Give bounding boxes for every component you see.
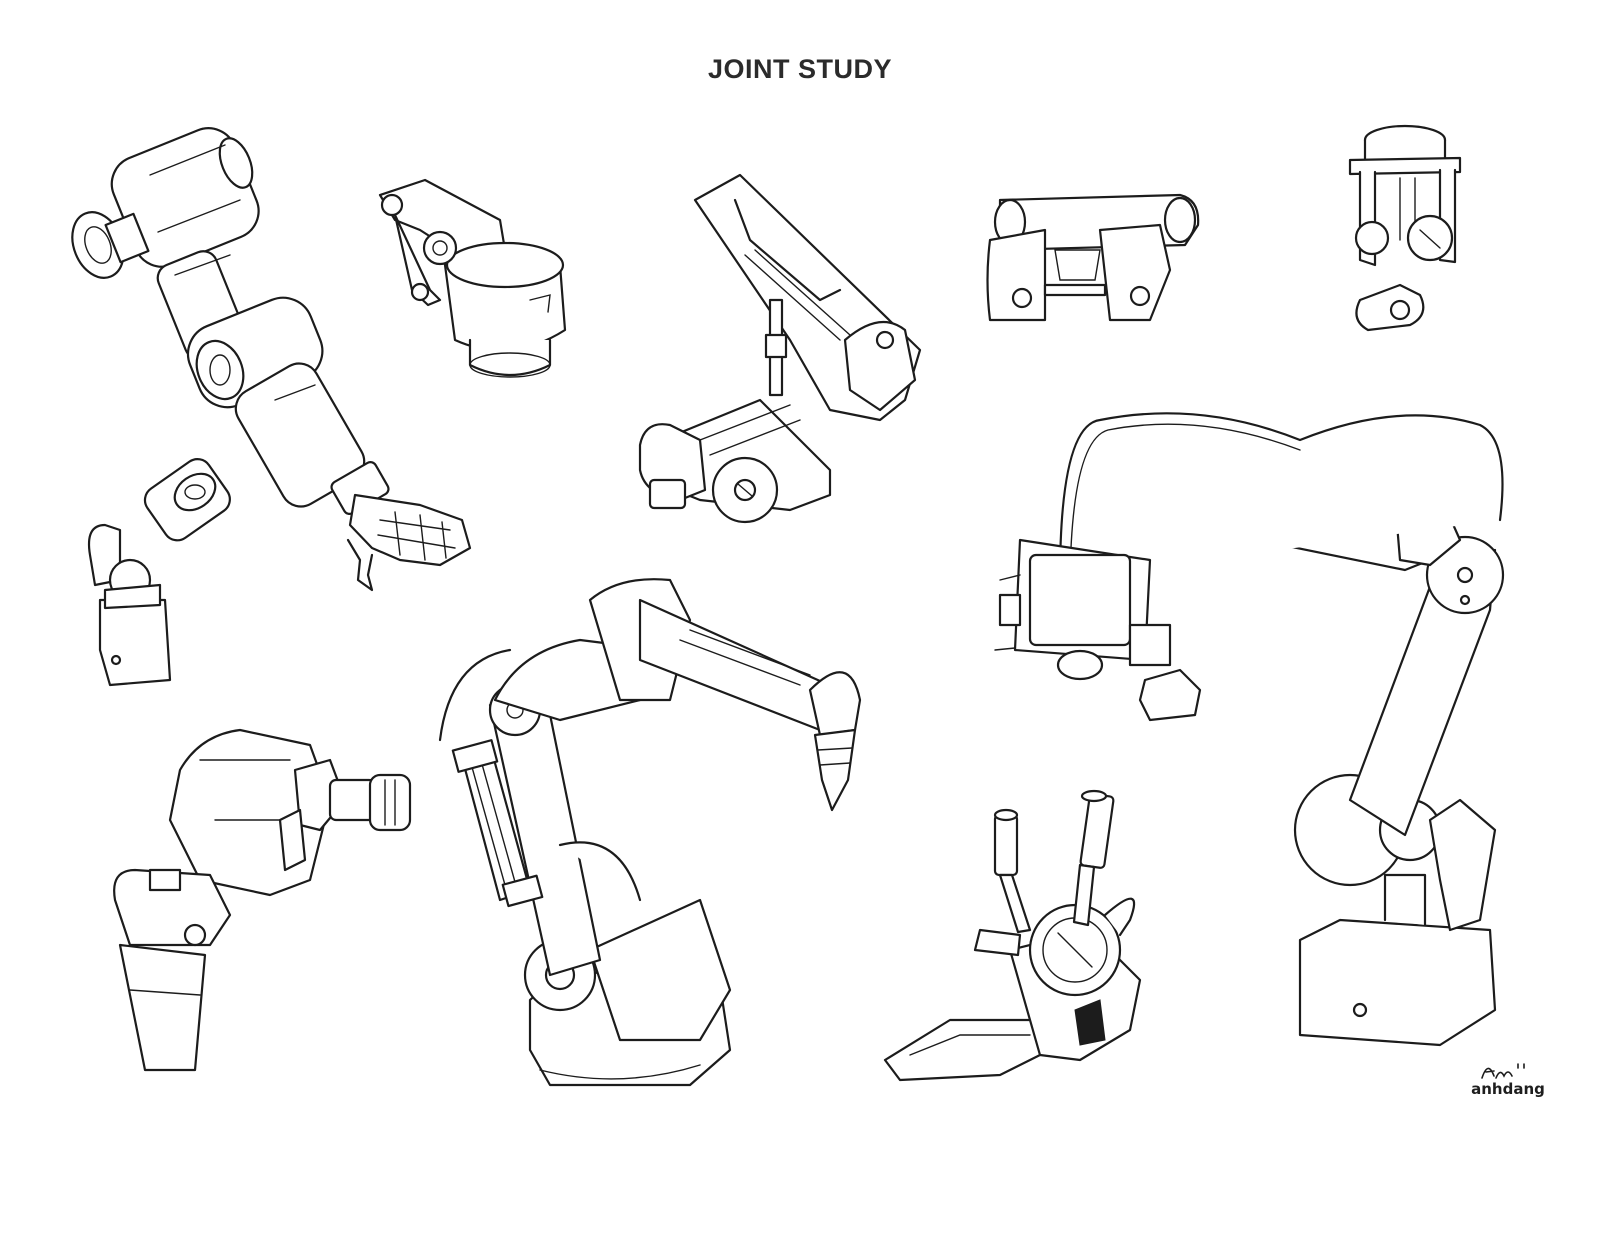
hinge-bracket-joint-sketch [986, 193, 1200, 322]
universal-joint-sketch [87, 458, 231, 687]
artist-name: anhdang [1471, 1080, 1545, 1098]
folding-piston-arm-sketch [638, 173, 922, 524]
shoulder-elbow-hand-arm-sketch [71, 127, 472, 592]
twin-nozzle-gripper-sketch [883, 789, 1142, 1082]
drill-robot-arm-sketch [438, 578, 862, 1087]
pivot-clamp-joint-sketch [378, 178, 567, 378]
knuckle-gripper-joint-sketch [113, 728, 412, 1072]
signature-mark [1481, 1063, 1525, 1079]
u-clevis-joint-sketch [1348, 124, 1462, 332]
cable-fed-camera-robot-arm-sketch [994, 412, 1505, 1047]
page-title: JOINT STUDY [707, 54, 893, 84]
